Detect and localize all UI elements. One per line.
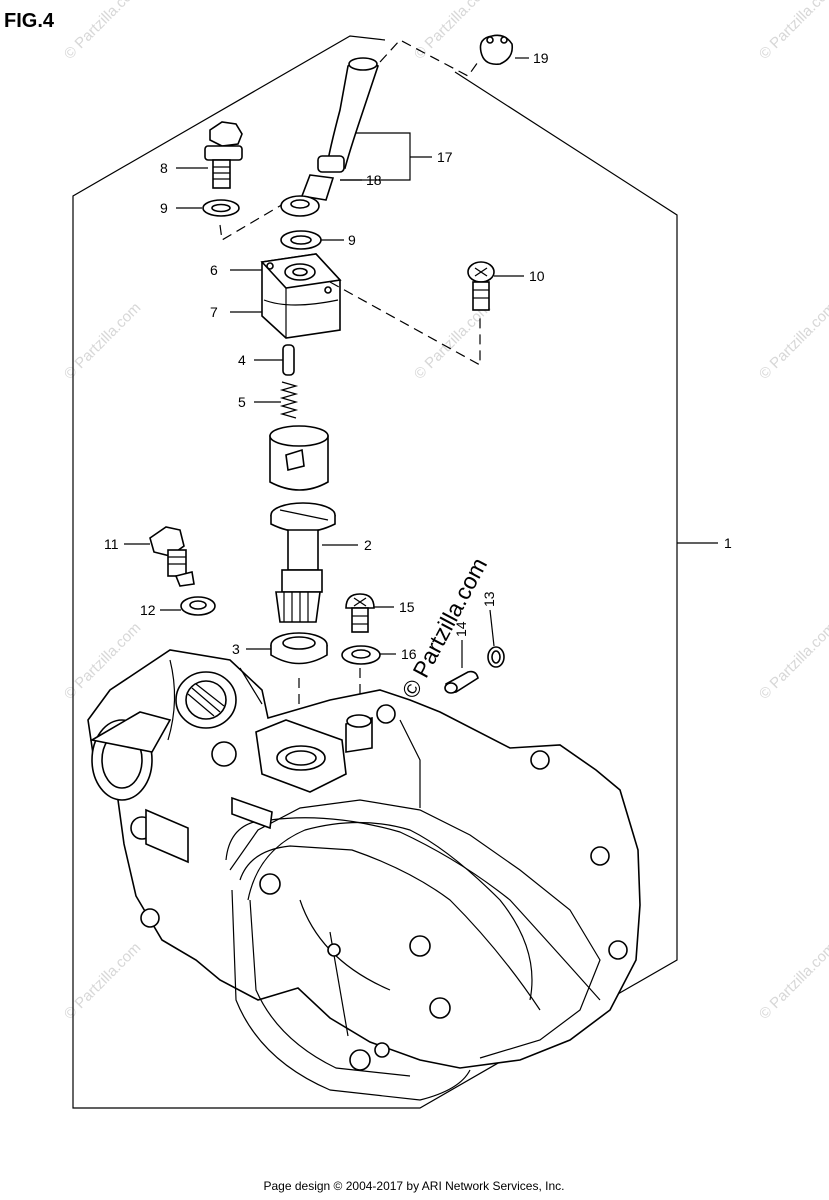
callout-3[interactable]: 3: [232, 641, 240, 657]
callout-15[interactable]: 15: [399, 599, 415, 615]
part-9-washer[interactable]: [280, 230, 322, 250]
leader-line: [489, 609, 495, 647]
callout-8[interactable]: 8: [160, 160, 168, 176]
callout-19[interactable]: 19: [533, 50, 549, 66]
callout-5[interactable]: 5: [238, 394, 246, 410]
watermark-text: © Partzilla.com: [61, 0, 144, 63]
callout-1[interactable]: 1: [724, 535, 732, 551]
part-18-clamp[interactable]: [300, 155, 345, 201]
part-12-washer[interactable]: [180, 596, 216, 616]
callout-9-right[interactable]: 9: [348, 232, 356, 248]
part-5-spring[interactable]: [279, 381, 299, 419]
callout-11[interactable]: 11: [104, 536, 119, 552]
assembly-dash-line: [219, 199, 291, 241]
part-14-dowel-pin[interactable]: [444, 670, 479, 694]
callout-10[interactable]: 10: [529, 268, 545, 284]
watermark-text: © Partzilla.com: [756, 939, 829, 1022]
assembly-boundary: [72, 35, 678, 1109]
callout-9-left[interactable]: 9: [160, 200, 168, 216]
part-9-washer[interactable]: [202, 199, 240, 217]
assembly-dash-line: [329, 281, 481, 367]
callout-14[interactable]: 14: [453, 621, 469, 637]
part-3-oil-seal[interactable]: [270, 632, 328, 665]
callout-17[interactable]: 17: [437, 149, 453, 165]
part-17-hose[interactable]: [327, 57, 379, 170]
footer-copyright: Page design © 2004-2017 by ARI Network S…: [263, 1179, 564, 1193]
callout-4[interactable]: 4: [238, 352, 246, 368]
part-10-screw[interactable]: [467, 261, 495, 311]
part-16-washer[interactable]: [341, 645, 381, 665]
watermark-text: © Partzilla.com: [756, 619, 829, 702]
callout-18[interactable]: 18: [366, 172, 382, 188]
watermark-diagonal: © Partzilla.com: [396, 553, 492, 702]
figure-title: FIG.4: [4, 10, 55, 32]
part-19-cap[interactable]: [479, 34, 514, 66]
pump-plunger[interactable]: [269, 425, 329, 491]
part-1-crankcase-cover[interactable]: [87, 649, 641, 1101]
part-2-pump-shaft[interactable]: [270, 502, 336, 623]
watermark-text: © Partzilla.com: [756, 0, 829, 63]
watermark-text: © Partzilla.com: [411, 299, 494, 382]
part-8-union-bolt[interactable]: [204, 121, 243, 189]
callout-13[interactable]: 13: [481, 591, 497, 607]
part-13-o-ring[interactable]: [487, 646, 505, 668]
assembly-dash-line: [379, 39, 479, 77]
part-4-pin[interactable]: [282, 344, 295, 376]
callout-16[interactable]: 16: [401, 646, 417, 662]
callout-7[interactable]: 7: [210, 304, 218, 320]
part-11-bolt[interactable]: [149, 526, 195, 587]
callout-12[interactable]: 12: [140, 602, 156, 618]
hose-fitting[interactable]: [280, 195, 320, 217]
callout-2[interactable]: 2: [364, 537, 372, 553]
part-15-screw[interactable]: [345, 593, 375, 633]
watermark-text: © Partzilla.com: [756, 299, 829, 382]
part-6-7-pump-housing[interactable]: [260, 253, 342, 339]
callout-6[interactable]: 6: [210, 262, 218, 278]
